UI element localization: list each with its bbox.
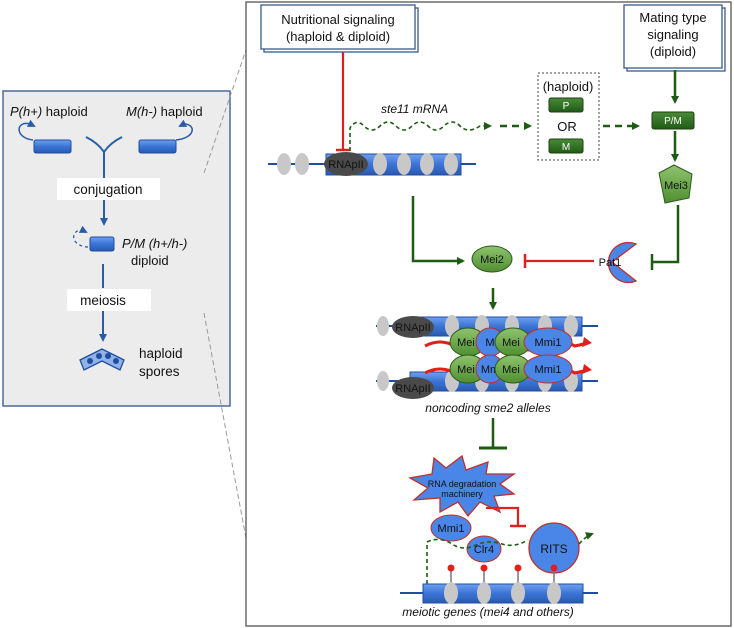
- svg-text:RNApII: RNApII: [328, 159, 363, 171]
- methyl-mark: [480, 564, 488, 572]
- right-panel: Nutritional signaling (haploid & diploid…: [245, 1, 732, 627]
- mating-line3: (diploid): [650, 44, 696, 59]
- p-plus-haploid-label: P(h+) haploid: [10, 104, 88, 119]
- ste11-gene: RNApII: [268, 152, 476, 176]
- rnapii-sme2-2: [392, 377, 434, 399]
- svg-text:RITS: RITS: [540, 542, 567, 556]
- right-panel-box: [245, 1, 732, 627]
- conjugation-box: [57, 178, 160, 200]
- nucleosome: [420, 153, 434, 175]
- nucleosome: [397, 153, 411, 175]
- left-panel: P(h+) haploid M(h-) haploid conjugation …: [2, 90, 231, 407]
- svg-text:RNApII: RNApII: [395, 383, 430, 395]
- spore: [96, 353, 102, 359]
- sme2-allele-1: RNApII Mei M Mei Mmi1: [376, 315, 598, 357]
- m-minus-haploid-label: M(h-) haploid: [126, 104, 203, 119]
- p-gene-product: [548, 97, 584, 113]
- meiotic-gene: [400, 564, 598, 604]
- mating-line1: Mating type: [639, 10, 706, 25]
- svg-text:Mei2: Mei2: [480, 254, 504, 266]
- ste11-mrna-label: ste11 mRNA: [381, 102, 448, 116]
- clr4-protein: [466, 535, 502, 563]
- nucleosome: [444, 582, 458, 604]
- svg-text:Mei3: Mei3: [664, 180, 688, 192]
- nucleosome: [444, 153, 458, 175]
- ste11-mrna-transcript: [349, 121, 492, 151]
- svg-text:Mei: Mei: [502, 337, 520, 349]
- nucleosome: [377, 316, 389, 336]
- svg-text:Mei: Mei: [457, 364, 475, 376]
- pm-diploid-label: P/M (h+/h-): [122, 236, 187, 251]
- nutritional-line2: (haploid & diploid): [286, 29, 390, 44]
- svg-text:RNApII: RNApII: [395, 322, 430, 334]
- svg-text:Mmi1: Mmi1: [535, 364, 562, 376]
- mei2-protein: [471, 245, 513, 273]
- svg-text:P: P: [563, 101, 570, 112]
- p-cell-cycle-arrow: [18, 119, 36, 141]
- m-gene-product: [548, 138, 584, 154]
- diploid-cycle-arrow: [73, 225, 89, 248]
- spore: [87, 358, 93, 364]
- meiotic-transcript: [426, 538, 529, 584]
- methyl-mark: [514, 564, 522, 572]
- nucleosome: [373, 153, 387, 175]
- zoom-line-top: [203, 2, 263, 174]
- pat1-protein: [607, 241, 638, 284]
- rna-deg-line1: RNA degradation: [428, 479, 497, 489]
- mmi1-protein: [430, 514, 472, 542]
- rna-deg-line2: machinery: [441, 489, 483, 499]
- haploid-box-title: (haploid): [543, 79, 594, 94]
- svg-text:Mmi1: Mmi1: [438, 523, 465, 535]
- diploid-label: diploid: [131, 253, 169, 268]
- zoom-line-bottom: [203, 312, 263, 625]
- nucleosome: [511, 582, 525, 604]
- meiosis-label: meiosis: [80, 293, 126, 308]
- ste11-to-mei2-arrow: [411, 196, 465, 265]
- mmi1-bound: [523, 354, 573, 384]
- m-haploid-cell: [138, 139, 177, 154]
- nucleosome: [477, 582, 491, 604]
- ascus-shape: [79, 348, 125, 371]
- meiotic-genes-label: meiotic genes (mei4 and others): [402, 605, 573, 619]
- sme2-allele-2: Mei Mm Mei Mmi1 RNApII: [376, 354, 598, 399]
- meiotic-gene-body: [422, 583, 584, 604]
- pm-product: [651, 111, 695, 130]
- nutritional-line1: Nutritional signaling: [281, 12, 394, 27]
- methyl-mark: [550, 564, 558, 572]
- nucleosome: [547, 582, 561, 604]
- svg-text:Mei: Mei: [457, 337, 475, 349]
- mei3-inhibits-pat1: [652, 205, 680, 264]
- pm-diploid-cell: [89, 236, 115, 252]
- svg-text:M: M: [562, 142, 570, 153]
- svg-text:Mei: Mei: [502, 364, 520, 376]
- nucleosome: [377, 371, 389, 391]
- svg-text:Clr4: Clr4: [474, 544, 494, 556]
- nucleosome: [295, 153, 309, 175]
- svg-text:P/M: P/M: [664, 116, 682, 127]
- nucleosome: [277, 153, 291, 175]
- svg-text:M: M: [485, 337, 494, 349]
- noncoding-sme2-label: noncoding sme2 alleles: [425, 401, 550, 415]
- spores-label-line2: spores: [139, 364, 180, 379]
- mating-signaling-box: [623, 4, 723, 69]
- m-cell-cycle-arrow: [175, 119, 193, 141]
- conjugation-label: conjugation: [73, 182, 142, 197]
- spore: [113, 358, 119, 364]
- rna-deg-inhibits-mmi1: [486, 506, 520, 526]
- svg-text:Pat1: Pat1: [599, 257, 622, 269]
- svg-text:Mm: Mm: [481, 364, 499, 376]
- svg-text:Mmi1: Mmi1: [535, 337, 562, 349]
- meiosis-box: [67, 289, 151, 311]
- rnapii-sme2-1: [392, 316, 434, 338]
- or-label: OR: [557, 119, 577, 134]
- rnapii-ste11: [324, 152, 368, 176]
- spore: [105, 353, 111, 359]
- mating-line2: signaling: [647, 27, 698, 42]
- rna-degradation-machinery: [408, 454, 517, 518]
- spores-label-line1: haploid: [139, 346, 183, 361]
- methyl-mark: [447, 564, 455, 572]
- p-haploid-cell: [33, 139, 72, 154]
- mei3-protein: [658, 164, 693, 204]
